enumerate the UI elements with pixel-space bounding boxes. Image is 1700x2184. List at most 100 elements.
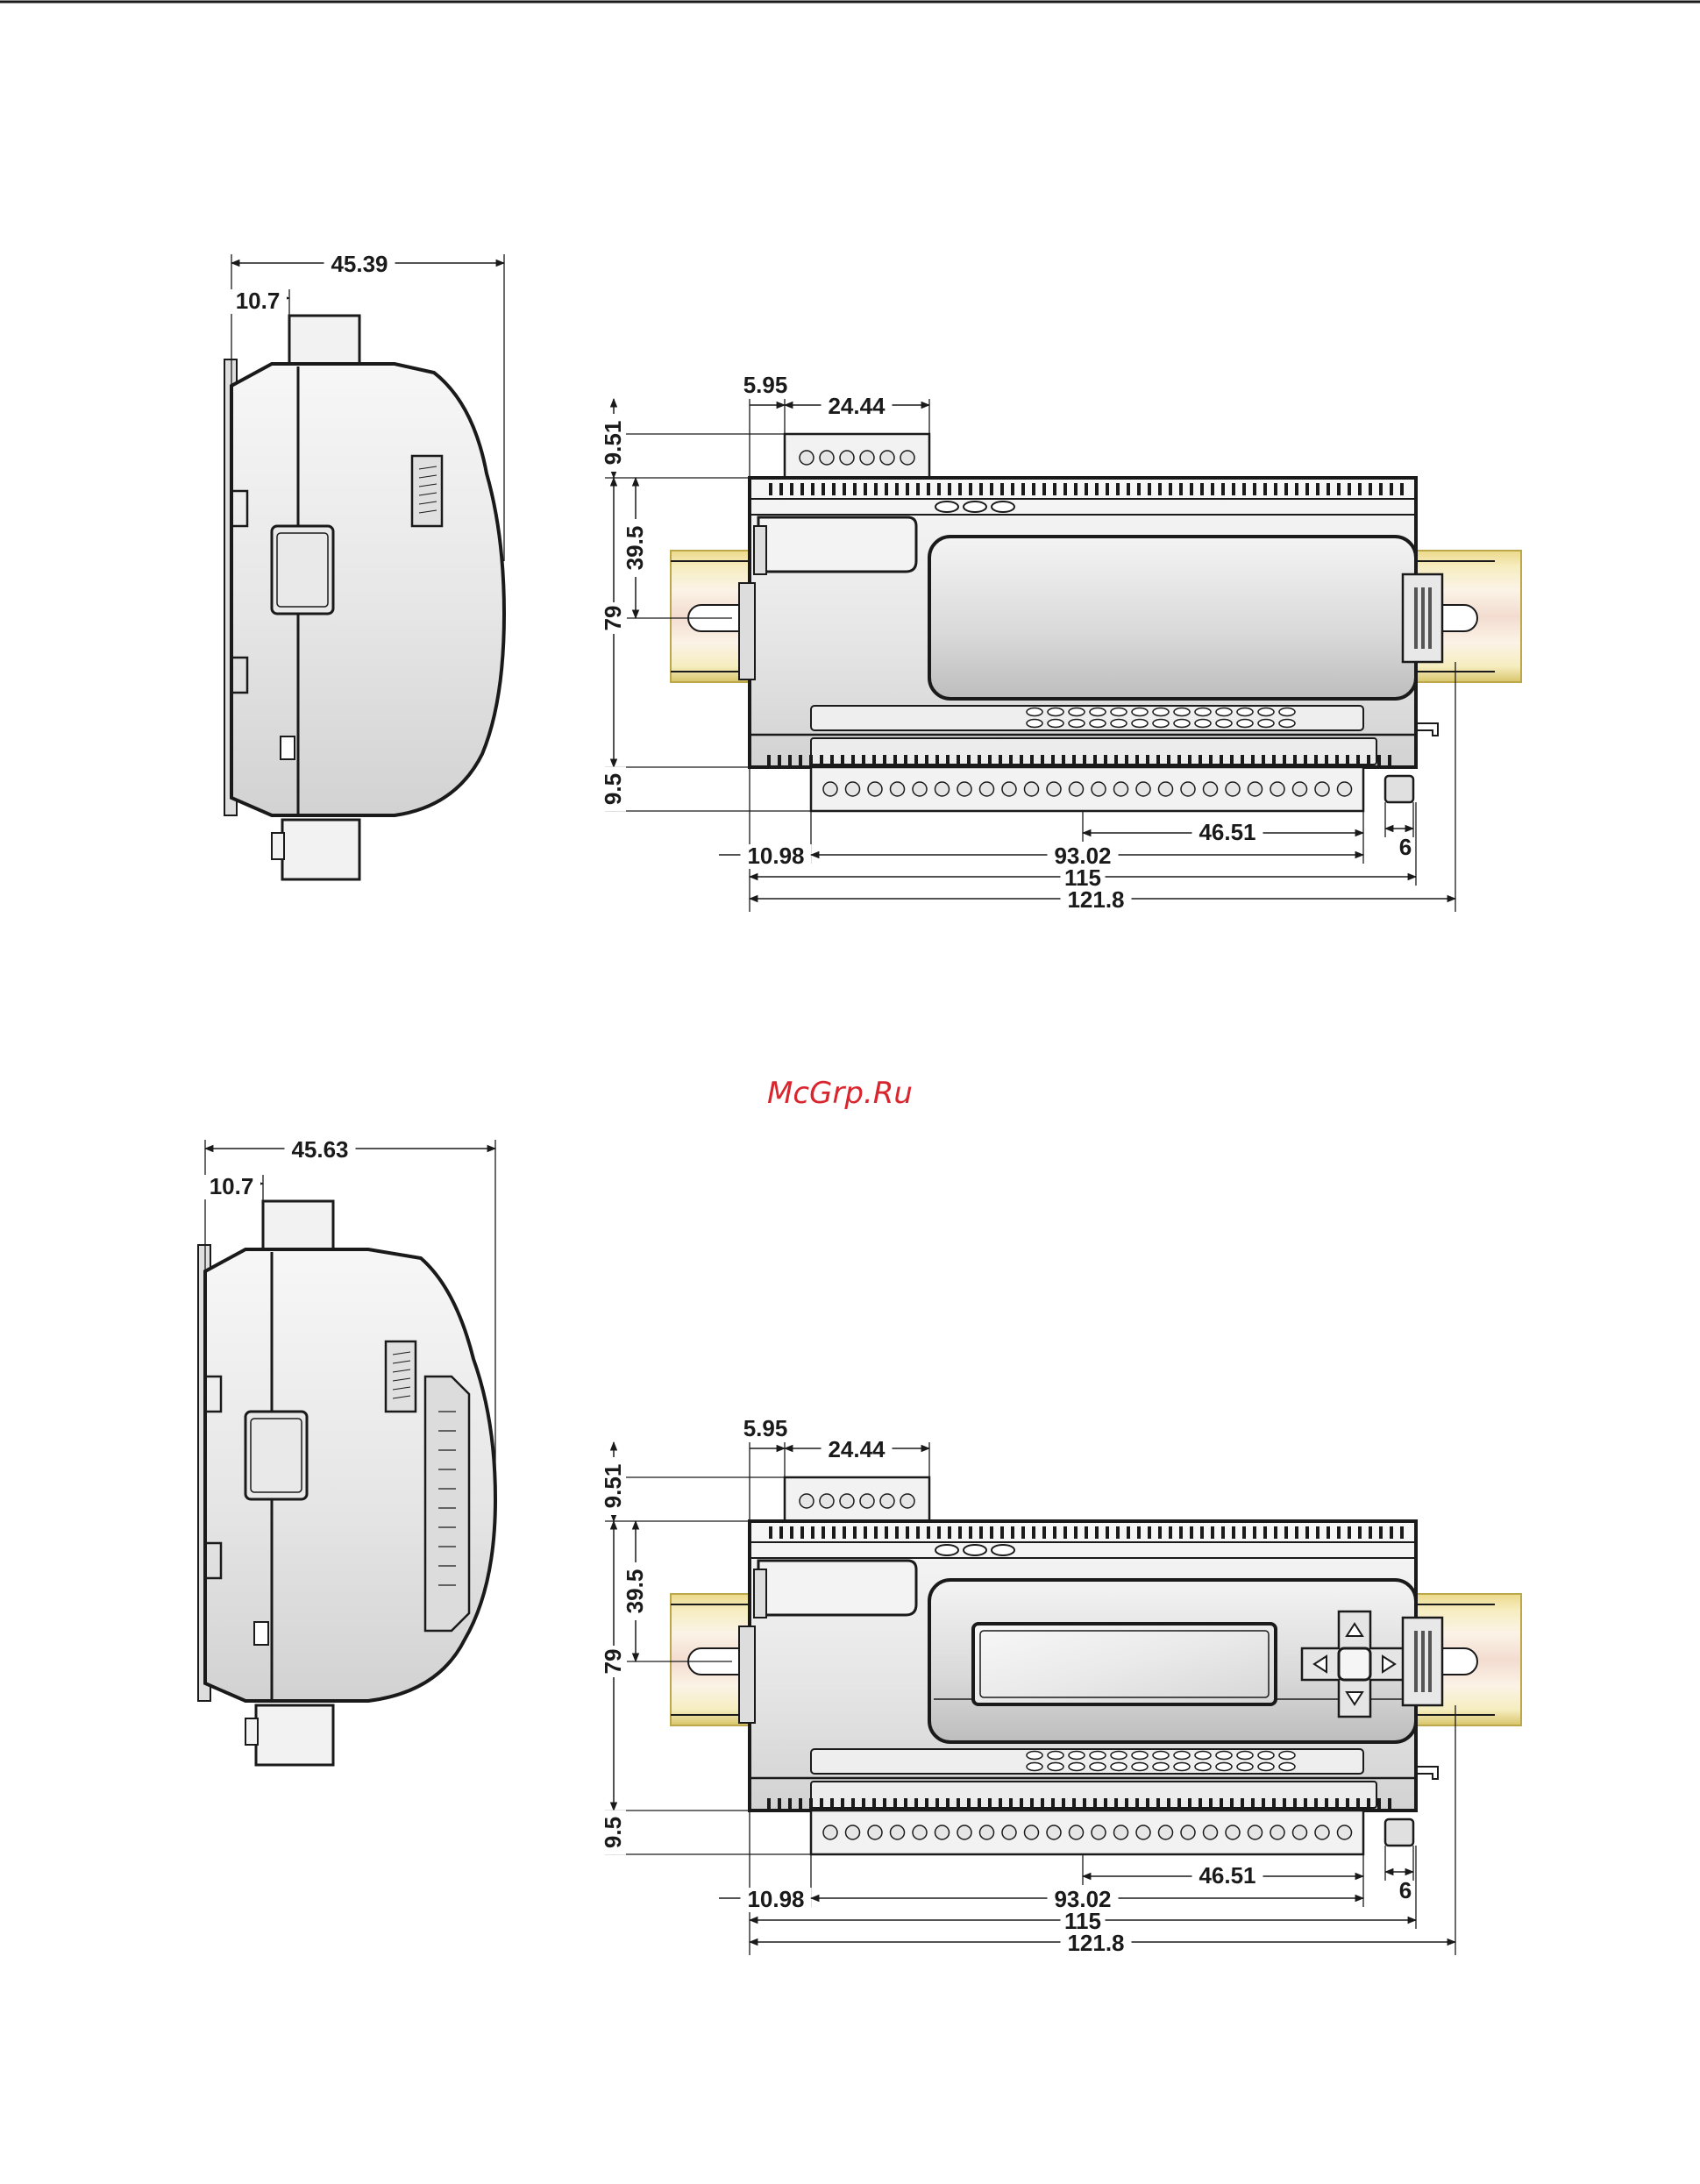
terminal-screw <box>868 782 882 796</box>
front-upper-window <box>758 1561 916 1615</box>
vent-rib <box>788 1798 792 1811</box>
vent-rib <box>1030 755 1034 767</box>
vent-rib <box>864 483 867 495</box>
vent-rib <box>1000 1526 1004 1539</box>
io-led <box>1048 1752 1063 1760</box>
left-offset-label: 10.98 <box>747 843 804 869</box>
status-led <box>992 502 1014 512</box>
vent-rib <box>769 1526 772 1539</box>
terminal-screw <box>900 451 914 465</box>
vent-rib <box>1199 755 1202 767</box>
vent-rib <box>1116 1526 1120 1539</box>
vent-rib <box>979 483 983 495</box>
vent-rib <box>937 1526 941 1539</box>
vent-rib <box>1032 483 1035 495</box>
vent-rib <box>790 1526 793 1539</box>
vent-rib <box>1032 1526 1035 1539</box>
vent-rib <box>1021 483 1025 495</box>
vent-rib <box>800 1526 804 1539</box>
terminal-screw <box>980 782 994 796</box>
front-view: 5.9524.449.517939.59.546.5110.9893.02115… <box>600 1415 1521 1956</box>
clip-rib <box>1421 587 1425 649</box>
terminal-screw <box>800 451 814 465</box>
vent-rib <box>1053 483 1056 495</box>
vent-rib <box>1085 483 1088 495</box>
io-led <box>1279 708 1295 716</box>
terminal-screw <box>1092 782 1106 796</box>
vent-rib <box>957 1798 960 1811</box>
front-left-clip <box>754 526 766 574</box>
vent-rib <box>1356 1798 1360 1811</box>
vent-rib <box>788 755 792 767</box>
vent-rib <box>1325 1798 1328 1811</box>
vent-rib <box>851 1798 855 1811</box>
vent-rib <box>1085 1526 1088 1539</box>
overall-label: 121.8 <box>1067 886 1124 913</box>
vent-rib <box>853 483 857 495</box>
io-led <box>1216 1752 1232 1760</box>
vent-rib <box>1011 1526 1014 1539</box>
vent-rib <box>1158 483 1162 495</box>
left-offset-label: 10.98 <box>747 1886 804 1912</box>
vent-rib <box>811 1526 814 1539</box>
terminal-screw <box>957 782 971 796</box>
vent-rib <box>853 1526 857 1539</box>
vent-rib <box>883 755 886 767</box>
vent-rib <box>1335 755 1339 767</box>
vent-rib <box>1221 483 1225 495</box>
vent-rib <box>1316 483 1319 495</box>
vent-rib <box>1379 483 1383 495</box>
vent-rib <box>1358 1526 1362 1539</box>
vent-rib <box>1314 755 1318 767</box>
io-led <box>1111 1752 1127 1760</box>
vent-rib <box>1379 1526 1383 1539</box>
vent-rib <box>1156 755 1160 767</box>
side-width-label: 45.39 <box>331 251 388 277</box>
clip-rib <box>1428 1631 1432 1692</box>
vent-rib <box>927 483 930 495</box>
vent-rib <box>1072 755 1076 767</box>
vent-rib <box>767 755 771 767</box>
io-led <box>1069 708 1085 716</box>
io-led <box>1132 708 1148 716</box>
vent-rib <box>1041 1798 1044 1811</box>
vent-rib <box>895 483 899 495</box>
front-left-latch <box>739 1626 755 1723</box>
bottom-release-tab <box>1385 776 1413 802</box>
vent-rib <box>883 1798 886 1811</box>
vent-rib <box>969 1526 972 1539</box>
io-led <box>1174 720 1190 728</box>
vent-rib <box>916 483 920 495</box>
terminal-screw <box>1181 782 1195 796</box>
vent-rib <box>1158 1526 1162 1539</box>
half-height-label: 39.5 <box>622 1569 648 1614</box>
vent-rib <box>916 1526 920 1539</box>
vent-rib <box>1179 483 1183 495</box>
vent-rib <box>1063 1526 1067 1539</box>
vent-rib <box>1284 483 1288 495</box>
io-led <box>1069 1752 1085 1760</box>
vent-rib <box>779 483 783 495</box>
overall-label: 121.8 <box>1067 1930 1124 1956</box>
vent-rib <box>935 1798 939 1811</box>
terminal-screw <box>840 451 854 465</box>
vent-rib <box>1335 1798 1339 1811</box>
vent-rib <box>1232 1526 1235 1539</box>
vent-rib <box>925 1798 928 1811</box>
terminal-screw <box>1025 1825 1039 1839</box>
vent-rib <box>1146 1798 1149 1811</box>
vent-rib <box>1114 1798 1118 1811</box>
terminal-screw <box>1338 1825 1352 1839</box>
status-led <box>935 1545 958 1555</box>
vent-rib <box>978 1798 981 1811</box>
vent-rib <box>1148 483 1151 495</box>
vent-rib <box>906 1526 909 1539</box>
vent-rib <box>843 483 846 495</box>
terminal-screw <box>1092 1825 1106 1839</box>
side-small-switch <box>254 1622 268 1645</box>
terminal-screw <box>1293 782 1307 796</box>
vent-rib <box>1095 1526 1099 1539</box>
vent-rib <box>1242 1526 1246 1539</box>
vent-rib <box>1074 483 1078 495</box>
bottom-half-label: 46.51 <box>1199 1862 1255 1889</box>
